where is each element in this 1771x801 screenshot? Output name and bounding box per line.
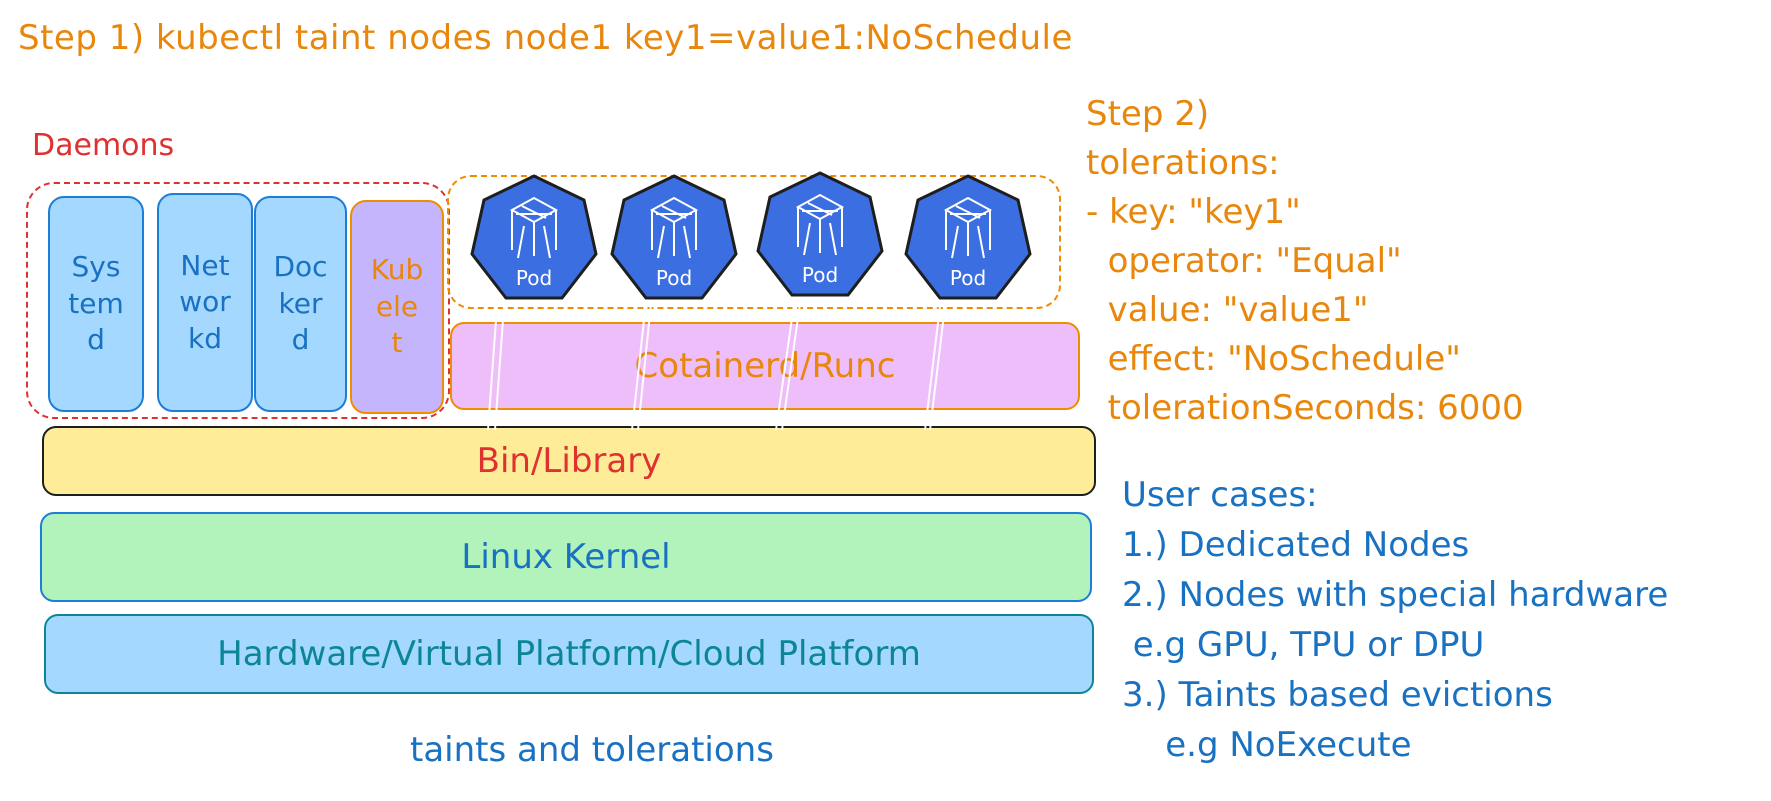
daemon-dockerd: Doc ker d — [254, 196, 347, 412]
daemons-group-outline — [26, 182, 450, 419]
step2-tolerations-yaml: Step 2) tolerations: - key: "key1" opera… — [1086, 94, 1524, 428]
pod-label: Pod — [801, 263, 839, 287]
container-runtime-label: Cotainerd/Runc — [634, 346, 896, 386]
container-runtime-layer: Cotainerd/Runc — [450, 322, 1080, 410]
daemons-label: Daemons — [32, 128, 175, 163]
use-cases-list: User cases: 1.) Dedicated Nodes 2.) Node… — [1122, 475, 1669, 765]
daemon-dockerd-label: Doc ker d — [273, 250, 328, 357]
bin-library-label: Bin/Library — [476, 441, 662, 481]
daemon-systemd: Sys tem d — [48, 196, 144, 412]
hardware-platform-layer: Hardware/Virtual Platform/Cloud Platform — [44, 614, 1094, 694]
pod-icon: Pod — [466, 170, 602, 310]
pod-icon: Pod — [606, 170, 742, 310]
bin-library-layer: Bin/Library — [42, 426, 1096, 496]
pod-label: Pod — [949, 266, 987, 290]
hardware-platform-label: Hardware/Virtual Platform/Cloud Platform — [217, 634, 921, 674]
daemon-kubelet-label: Kub ele t — [370, 253, 424, 360]
pod-icon: Pod — [900, 170, 1036, 310]
step1-command: Step 1) kubectl taint nodes node1 key1=v… — [18, 18, 1073, 58]
daemon-networkd-label: Net wor kd — [179, 248, 231, 355]
pod-label: Pod — [655, 266, 693, 290]
daemon-systemd-label: Sys tem d — [68, 250, 124, 357]
pods-group-outline — [447, 175, 1061, 309]
daemon-kubelet: Kub ele t — [350, 200, 444, 414]
linux-kernel-label: Linux Kernel — [461, 537, 671, 577]
pod-label: Pod — [515, 266, 553, 290]
diagram-caption: taints and tolerations — [410, 730, 774, 770]
linux-kernel-layer: Linux Kernel — [40, 512, 1092, 602]
pod-icon: Pod — [752, 167, 888, 307]
daemon-networkd: Net wor kd — [157, 193, 253, 412]
